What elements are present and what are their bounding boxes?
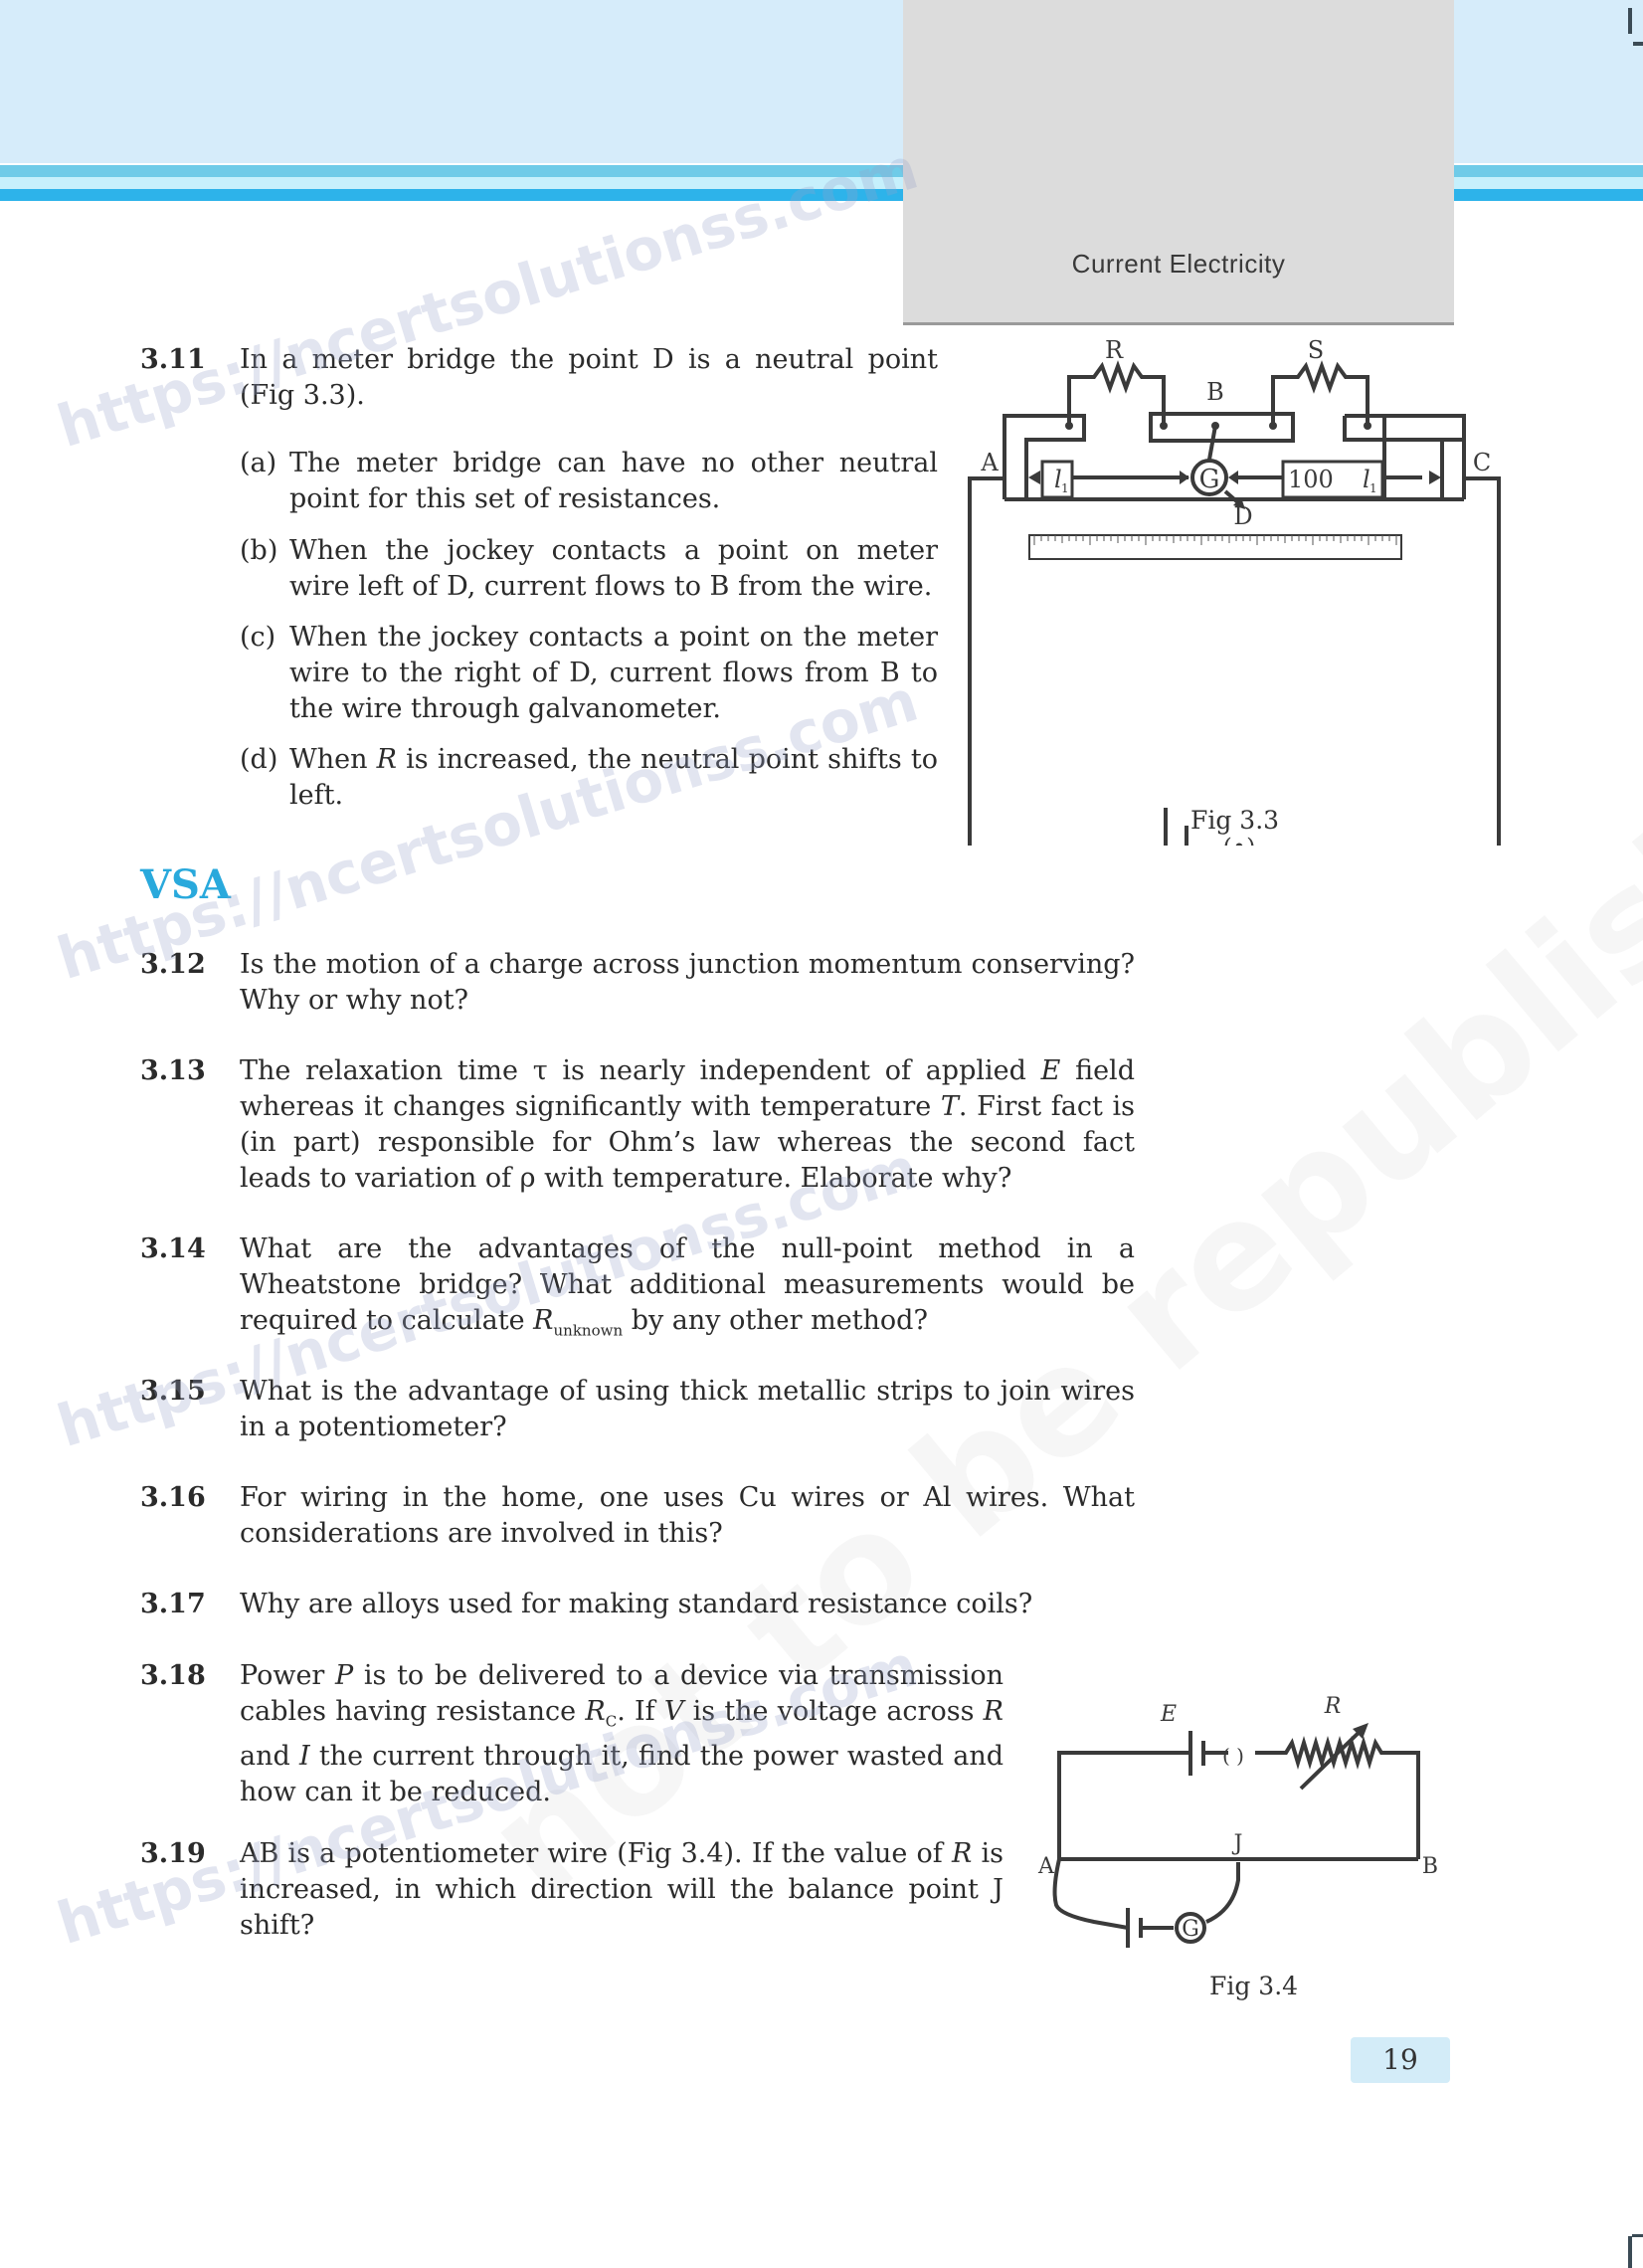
question-number: 3.16	[140, 1482, 206, 1513]
crop-mark	[1628, 2236, 1632, 2268]
question-number: 3.18	[140, 1660, 206, 1691]
option-text: When the jockey contacts a point on the …	[289, 622, 938, 724]
svg-text:G: G	[1182, 1917, 1199, 1942]
question-text: The relaxation time τ is nearly independ…	[240, 1055, 1136, 1194]
question-number: 3.14	[140, 1233, 206, 1264]
svg-text:l: l	[1363, 466, 1370, 493]
svg-text:(•): (•)	[1223, 834, 1256, 846]
question-number: 3.15	[140, 1376, 206, 1407]
question-number: 3.13	[140, 1055, 206, 1086]
page-number: 19	[1351, 2037, 1450, 2083]
question-text: In a meter bridge the point D is a neutr…	[240, 344, 938, 411]
figure-caption: Fig 3.4	[1209, 1972, 1299, 2000]
question-text: AB is a potentiometer wire (Fig 3.4). If…	[240, 1838, 1004, 1941]
svg-text:A: A	[1037, 1854, 1055, 1879]
svg-text:R: R	[1324, 1694, 1342, 1719]
option-text: When the jockey contacts a point on mete…	[289, 535, 938, 602]
crop-mark	[1633, 42, 1643, 46]
option-label: (d)	[240, 744, 278, 775]
svg-text:B: B	[1422, 1854, 1438, 1879]
question-number: 3.11	[140, 344, 206, 375]
option-label: (c)	[240, 622, 276, 653]
svg-text:D: D	[1233, 502, 1252, 530]
question-text: Why are alloys used for making standard …	[240, 1589, 1033, 1619]
option-c: (c) When the jockey contacts a point on …	[240, 620, 938, 727]
svg-text:1: 1	[1369, 481, 1377, 495]
option-text: The meter bridge can have no other neutr…	[289, 448, 938, 514]
figure-caption: Fig 3.3	[1190, 806, 1280, 835]
svg-text:S: S	[1308, 336, 1324, 364]
crop-mark	[1632, 2234, 1643, 2237]
svg-text:R: R	[1105, 336, 1124, 364]
option-label: (b)	[240, 535, 278, 566]
svg-text:( ): ( )	[1222, 1744, 1244, 1768]
question-text: What are the advantages of the null-poin…	[240, 1233, 1135, 1340]
svg-text:E: E	[1160, 1702, 1177, 1727]
svg-text:l: l	[1054, 466, 1062, 493]
option-text: When R is increased, the neutral point s…	[289, 744, 938, 811]
chapter-box: Current Electricity	[903, 0, 1454, 325]
question-text: What is the advantage of using thick met…	[240, 1376, 1135, 1442]
figure-potentiometer: ( ) G E R A B J	[1037, 1694, 1438, 1948]
figure-meter-bridge: G R S B A C D l 1 100 l 1 (•)	[968, 336, 1501, 846]
question-text: Power P is to be delivered to a device v…	[240, 1660, 1004, 1808]
question-number: 3.12	[140, 949, 206, 980]
option-label: (a)	[240, 448, 277, 478]
option-d: (d) When R is increased, the neutral poi…	[240, 742, 938, 814]
chapter-title: Current Electricity	[1071, 249, 1286, 279]
svg-text:A: A	[980, 449, 999, 476]
question-number: 3.19	[140, 1838, 206, 1869]
svg-text:C: C	[1473, 449, 1491, 476]
svg-text:100: 100	[1288, 466, 1334, 493]
section-title: VSA	[140, 861, 231, 908]
question-text: For wiring in the home, one uses Cu wire…	[240, 1482, 1135, 1549]
svg-text:B: B	[1206, 378, 1224, 406]
option-b: (b) When the jockey contacts a point on …	[240, 533, 938, 605]
svg-text:J: J	[1232, 1831, 1243, 1856]
question-text: Is the motion of a charge across junctio…	[240, 949, 1135, 1016]
svg-text:1: 1	[1061, 481, 1069, 495]
question-number: 3.17	[140, 1589, 206, 1619]
svg-text:G: G	[1199, 465, 1220, 494]
crop-mark	[1628, 8, 1632, 34]
option-a: (a) The meter bridge can have no other n…	[240, 446, 938, 517]
